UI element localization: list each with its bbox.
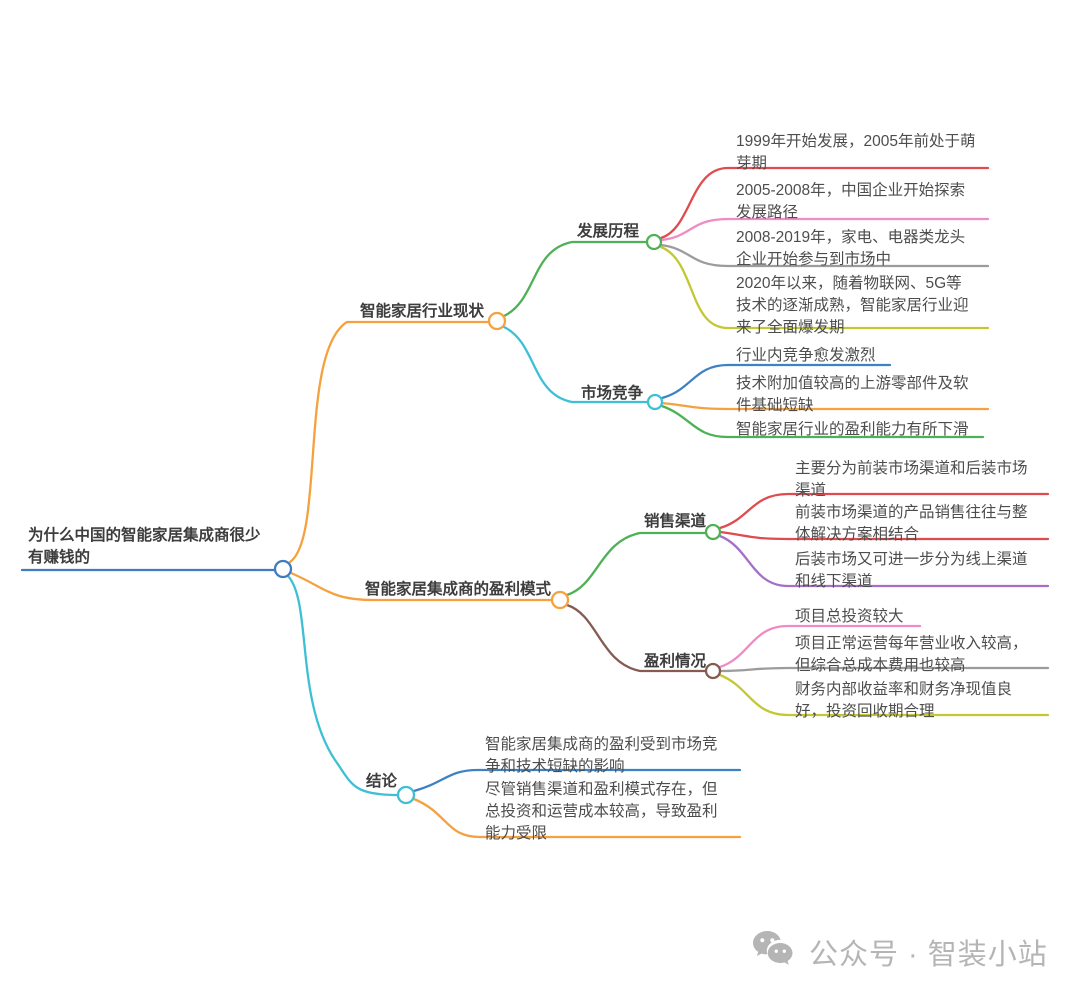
node-dot-industry-status[interactable] bbox=[487, 311, 507, 331]
watermark-text: 公众号 · 智装小站 bbox=[809, 938, 1048, 971]
connector-history-item-2 bbox=[659, 217, 990, 242]
development-history-item-1[interactable]: 1999年开始发展，2005年前处于萌芽期 bbox=[736, 133, 976, 172]
development-history-item-4[interactable]: 2020年以来，随着物联网、5G等技术的逐渐成熟，智能家居行业迎来了全面爆发期 bbox=[736, 275, 969, 336]
node-dot-market-competition[interactable] bbox=[646, 393, 664, 411]
profit-situation-item-2[interactable]: 项目正常运营每年营业收入较高，但综合总成本费用也较高 bbox=[795, 635, 1028, 674]
connector-profit-item-1 bbox=[718, 624, 922, 669]
profit-situation-item-1[interactable]: 项目总投资较大 bbox=[795, 608, 904, 625]
connector-history-item-1 bbox=[659, 166, 990, 240]
development-history-item-2[interactable]: 2005-2008年，中国企业开始探索发展路径 bbox=[736, 182, 966, 221]
development-history-item-3[interactable]: 2008-2019年，家电、电器类龙头企业开始参与到市场中 bbox=[736, 229, 966, 268]
market-competition-item-2[interactable]: 技术附加值较高的上游零部件及软件基础短缺 bbox=[736, 375, 969, 414]
connector-sales-channels bbox=[565, 531, 708, 597]
connector-profit-model bbox=[289, 571, 554, 602]
connector-competition-item-2 bbox=[660, 401, 990, 411]
connector-market-competition bbox=[502, 325, 650, 404]
connector-conclusion bbox=[286, 574, 400, 797]
node-dot-development-history[interactable] bbox=[645, 233, 663, 251]
connector-profit-item-3 bbox=[718, 673, 1050, 717]
watermark: 公众号 · 智装小站 bbox=[750, 928, 1048, 975]
node-dot-root[interactable] bbox=[273, 559, 293, 579]
root-node[interactable]: 为什么中国的智能家居集成商很少有赚钱的 bbox=[28, 527, 261, 566]
connector-conclusion-item-1 bbox=[412, 768, 742, 793]
node-dot-sales-channels[interactable] bbox=[704, 523, 722, 541]
connector-conclusion-item-2 bbox=[412, 797, 742, 839]
profit-situation-item-3[interactable]: 财务内部收益率和财务净现值良好，投资回收期合理 bbox=[795, 681, 1013, 720]
sub-profit-situation[interactable]: 盈利情况 bbox=[644, 653, 707, 670]
connector-channels-item-3 bbox=[718, 534, 1050, 588]
market-competition-item-1[interactable]: 行业内竞争愈发激烈 bbox=[736, 347, 876, 364]
node-dot-profit-model[interactable] bbox=[550, 590, 570, 610]
sales-channels-item-2[interactable]: 前装市场渠道的产品销售往往与整体解决方案相结合 bbox=[795, 504, 1028, 543]
connector-profit-situation bbox=[565, 603, 708, 673]
conclusion-item-1[interactable]: 智能家居集成商的盈利受到市场竞争和技术短缺的影响 bbox=[485, 736, 718, 775]
connector-channels-item-2 bbox=[718, 530, 1050, 541]
sub-market-competition[interactable]: 市场竞争 bbox=[581, 385, 644, 402]
branch-industry-status[interactable]: 智能家居行业现状 bbox=[360, 303, 485, 320]
connector-channels-item-1 bbox=[718, 492, 1050, 530]
connector-history-item-3 bbox=[659, 243, 990, 268]
sales-channels-item-3[interactable]: 后装市场又可进一步分为线上渠道和线下渠道 bbox=[795, 551, 1028, 590]
sub-sales-channels[interactable]: 销售渠道 bbox=[644, 513, 707, 530]
wechat-icon bbox=[750, 928, 796, 975]
node-dot-profit-situation[interactable] bbox=[704, 662, 722, 680]
connector-history-item-4 bbox=[659, 245, 990, 330]
conclusion-item-2[interactable]: 尽管销售渠道和盈利模式存在，但总投资和运营成本较高，导致盈利能力受限 bbox=[485, 781, 718, 842]
branch-conclusion[interactable]: 结论 bbox=[366, 773, 398, 790]
node-dot-conclusion[interactable] bbox=[396, 785, 416, 805]
market-competition-item-3[interactable]: 智能家居行业的盈利能力有所下滑 bbox=[736, 421, 969, 438]
sales-channels-item-1[interactable]: 主要分为前装市场渠道和后装市场渠道 bbox=[795, 460, 1028, 499]
connector-development-history bbox=[502, 240, 649, 318]
connector-profit-item-2 bbox=[718, 666, 1050, 673]
connector-competition-item-1 bbox=[660, 363, 892, 400]
sub-development-history[interactable]: 发展历程 bbox=[577, 223, 640, 240]
connector-industry-status bbox=[288, 320, 491, 564]
connector-competition-item-3 bbox=[660, 404, 985, 439]
branch-profit-model[interactable]: 智能家居集成商的盈利模式 bbox=[365, 581, 552, 598]
